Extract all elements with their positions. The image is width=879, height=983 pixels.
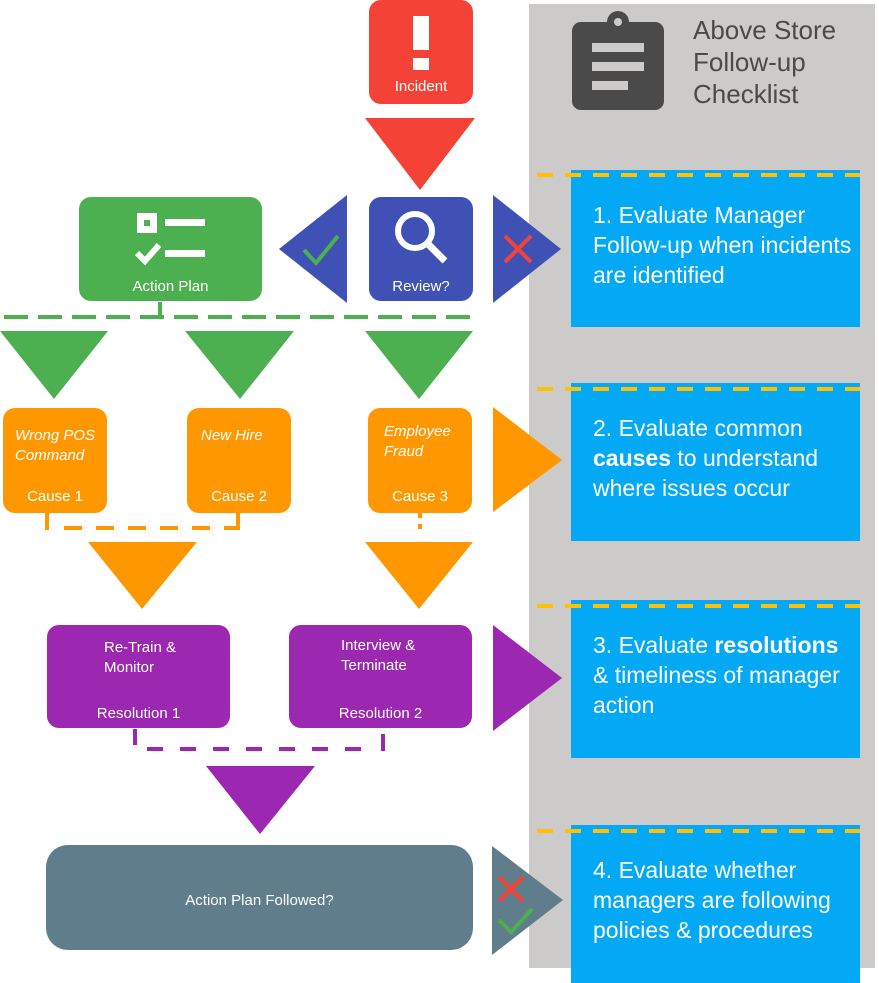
orange-arrow (88, 542, 197, 609)
item-number: 3. (593, 632, 613, 658)
cause-box-3: Employee Fraud Cause 3 (368, 408, 472, 513)
resolution-title: Interview & Terminate (341, 636, 415, 676)
orange-arrow (365, 542, 473, 609)
review-yes-arrow (279, 195, 347, 303)
green-arrow (0, 331, 108, 399)
action-plan-label: Action Plan (132, 278, 209, 295)
item-text-bold: resolutions (714, 632, 839, 658)
resolution-label: Resolution 2 (338, 705, 423, 722)
cause-label: Cause 3 (392, 488, 448, 505)
green-arrow (365, 331, 473, 399)
cause-box-1: Wrong POS Command Cause 1 (3, 408, 107, 513)
item-number: 2. (593, 415, 613, 441)
final-decision-box: Action Plan Followed? (46, 845, 473, 950)
item-number: 4. (593, 857, 613, 883)
final-arrow-right (492, 846, 563, 955)
resolution-title-line: Monitor (104, 659, 155, 676)
cause-label: Cause 1 (27, 488, 83, 505)
purple-arrow (206, 766, 315, 834)
checklist-icon (134, 213, 205, 266)
dashed-divider (537, 387, 860, 391)
resolution-box-2: Interview & Terminate Resolution 2 (289, 625, 472, 728)
x-icon (503, 234, 533, 264)
x-icon (497, 875, 525, 903)
check-icon (497, 907, 534, 935)
title-line: Follow-up (693, 47, 806, 77)
item-number: 1. (593, 202, 613, 228)
cause-title-line: New Hire (201, 427, 263, 444)
resolution-arrow-right (493, 625, 562, 731)
action-plan-box: Action Plan (79, 197, 262, 301)
checklist-title: Above Store Follow-up Checklist (693, 14, 873, 110)
dashed-divider (537, 829, 860, 833)
checklist-item-1: 1. Evaluate Manager Follow-up when incid… (571, 170, 860, 327)
checklist-item-2: 2. Evaluate common causes to understand … (571, 383, 860, 541)
item-text: Evaluate Manager Follow-up when incident… (593, 202, 852, 288)
cause-title: Wrong POS Command (15, 426, 95, 466)
resolution-title: Re-Train & Monitor (104, 638, 176, 678)
exclamation-icon (413, 16, 429, 70)
cause-box-2: New Hire Cause 2 (187, 408, 291, 513)
resolution-label: Resolution 1 (96, 705, 181, 722)
item-text: to understand where issues occur (593, 445, 819, 501)
dashed-divider (537, 173, 860, 177)
incident-box: Incident (369, 0, 473, 104)
cause-title-line: Fraud (384, 443, 424, 460)
item-text: Evaluate (618, 632, 715, 658)
cause-title-line: Command (15, 447, 85, 464)
incident-label: Incident (394, 78, 448, 95)
cause-title: Employee Fraud (384, 422, 451, 462)
item-text: Evaluate common (618, 415, 803, 441)
cause-title: New Hire (201, 426, 263, 446)
cause-title-line: Employee (384, 423, 451, 440)
cause-label: Cause 2 (211, 488, 267, 505)
review-no-arrow (493, 195, 561, 303)
green-arrow (185, 331, 294, 399)
title-line: Checklist (693, 79, 799, 109)
resolution-title-line: Terminate (341, 657, 407, 674)
cause-arrow-right (493, 407, 562, 512)
incident-arrow (365, 118, 475, 190)
check-icon (302, 234, 340, 267)
checklist-item-3: 3. Evaluate resolutions & timeliness of … (571, 600, 860, 758)
resolution-title-line: Re-Train & (104, 639, 176, 656)
title-line: Above Store (693, 15, 837, 45)
checklist-item-4: 4. Evaluate whether managers are followi… (571, 825, 860, 983)
dashed-divider (537, 604, 860, 608)
magnifier-icon (395, 211, 448, 264)
resolution-title-line: Interview & (341, 637, 416, 654)
resolution-box-1: Re-Train & Monitor Resolution 1 (47, 625, 230, 728)
cause-title-line: Wrong POS (15, 427, 96, 444)
clipboard-icon (572, 11, 664, 110)
review-label: Review? (392, 278, 450, 295)
item-text: & timeliness of manager action (593, 662, 840, 718)
item-text-bold: causes (593, 445, 672, 471)
final-decision-label: Action Plan Followed? (185, 892, 334, 909)
item-text: Evaluate whether managers are following … (593, 857, 831, 943)
review-box: Review? (369, 197, 473, 301)
